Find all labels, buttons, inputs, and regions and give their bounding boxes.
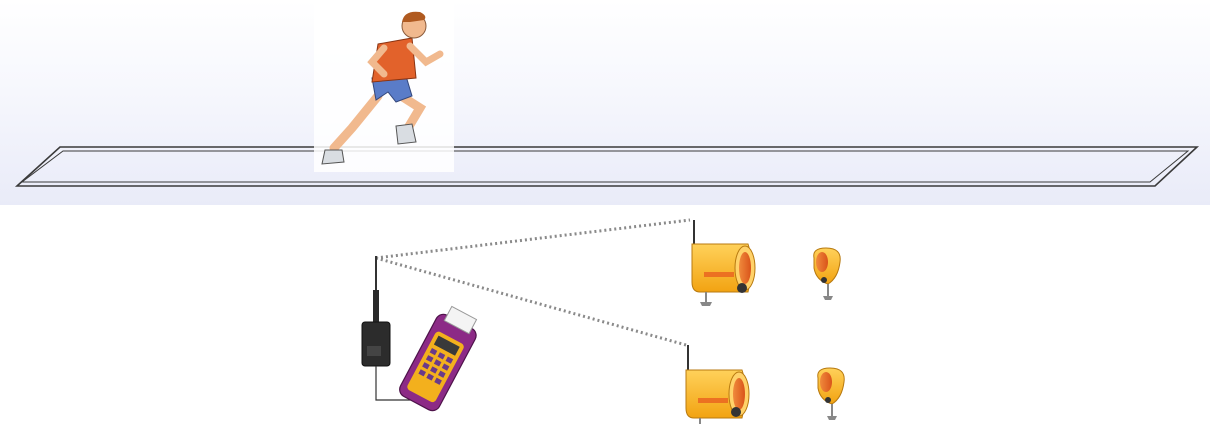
reflector-bottom xyxy=(817,367,845,420)
runner-figure xyxy=(314,0,454,172)
signal-lines xyxy=(375,218,691,347)
reflector-top xyxy=(813,247,841,300)
photocell-sensor-bottom xyxy=(685,345,750,424)
photocell-sensor-top xyxy=(691,220,756,306)
handheld-timer-printer xyxy=(399,305,478,412)
background-band xyxy=(0,0,1210,205)
running-track xyxy=(14,146,1200,187)
antenna-receiver xyxy=(361,256,411,401)
